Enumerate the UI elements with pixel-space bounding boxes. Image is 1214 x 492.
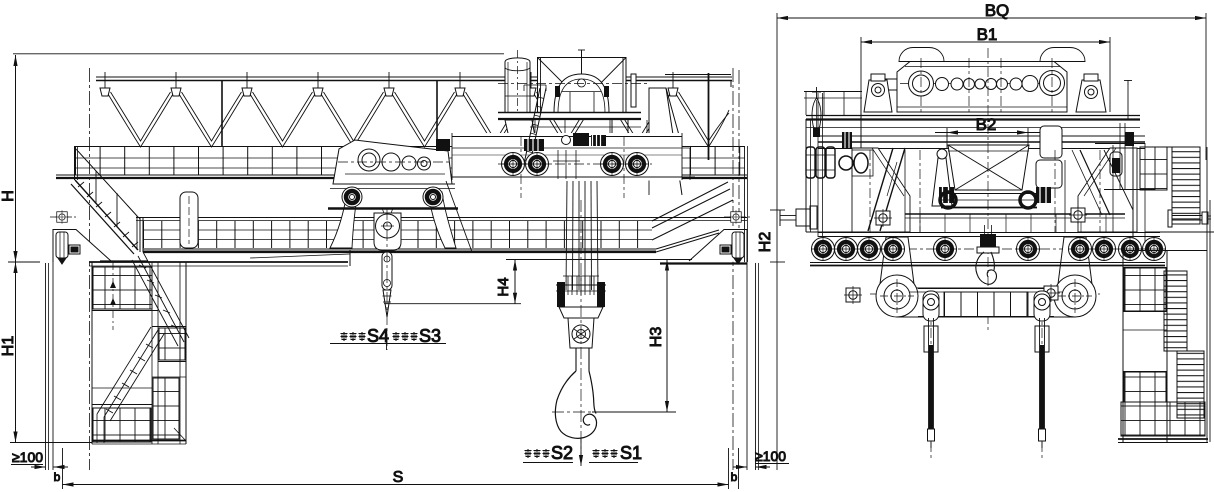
svg-text:H3: H3 [648,327,665,348]
svg-text:≥100: ≥100 [755,448,786,464]
svg-text:BQ: BQ [985,1,1010,20]
svg-text:H1: H1 [0,336,17,357]
svg-text:b: b [731,470,738,484]
svg-text:S: S [393,469,404,486]
svg-text:S2: S2 [551,443,573,463]
svg-text:H4: H4 [495,277,512,296]
svg-text:≥100: ≥100 [12,449,43,465]
svg-text:S4: S4 [367,326,389,346]
svg-text:H2: H2 [757,232,774,253]
svg-text:S3: S3 [419,326,441,346]
svg-text:B1: B1 [977,25,998,44]
svg-text:H: H [0,190,17,202]
svg-text:B2: B2 [976,115,997,134]
svg-text:S1: S1 [620,443,642,463]
svg-text:b: b [54,470,61,484]
